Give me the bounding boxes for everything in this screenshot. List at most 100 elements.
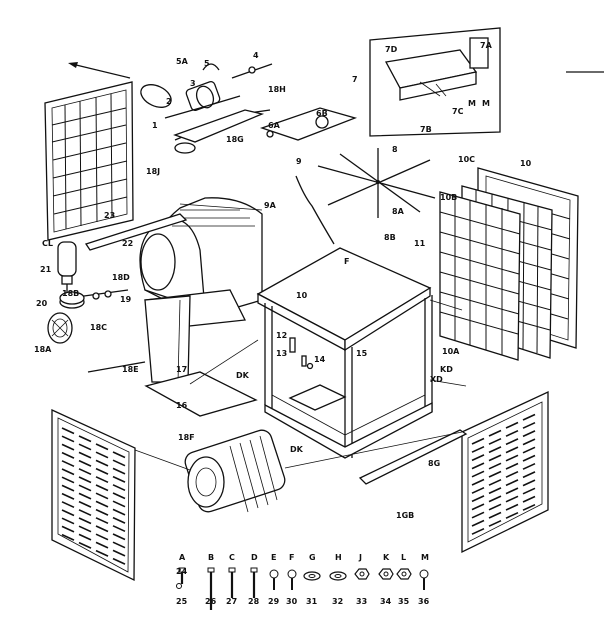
- hardware-letter: A: [179, 553, 186, 562]
- hardware-letter: B: [208, 553, 214, 562]
- label-8b: 8B: [384, 233, 396, 242]
- label-14: 14: [314, 355, 326, 364]
- label-10c: 10C: [458, 155, 475, 164]
- label-18d: 18D: [112, 273, 130, 282]
- hardware-number: 31: [306, 597, 318, 606]
- hardware-j: J33: [354, 553, 370, 606]
- label-12: 12: [276, 331, 287, 340]
- label-5: 5: [204, 59, 210, 68]
- right-louvered-side-panel: [461, 390, 549, 554]
- label-19: 19: [120, 295, 132, 304]
- pulley-wheel-18a: [47, 312, 73, 344]
- hardware-b: B 26: [205, 553, 217, 610]
- label-10b: 10B: [440, 193, 457, 202]
- label-1gb: 1GB: [396, 511, 414, 520]
- label-10-top: 10: [296, 291, 308, 300]
- label-f: F: [344, 257, 349, 266]
- hardware-number: 35: [398, 597, 410, 606]
- label-17: 17: [176, 365, 187, 374]
- hardware-number: 24: [176, 567, 188, 576]
- hardware-number: 33: [356, 597, 367, 606]
- filter-pad-16: [144, 371, 258, 417]
- hardware-letter: L: [401, 553, 406, 562]
- water-hose: [295, 175, 335, 245]
- hardware-letter: C: [229, 553, 235, 562]
- label-cl: CL: [42, 239, 53, 248]
- hardware-letter: H: [335, 553, 342, 562]
- label-9a: 9A: [264, 201, 277, 210]
- label-10: 10: [520, 159, 532, 168]
- label-9: 9: [296, 157, 302, 166]
- blower-wheel-18f: [184, 429, 286, 513]
- left-louvered-side-panel: [51, 408, 136, 582]
- label-dk: DK: [236, 371, 250, 380]
- label-1: 1: [152, 121, 158, 130]
- hardware-a: A 24 25: [176, 553, 188, 606]
- label-15: 15: [356, 349, 368, 358]
- hardware-number: 27: [226, 597, 237, 606]
- hardware-number: 32: [332, 597, 343, 606]
- label-21: 21: [40, 265, 52, 274]
- label-7d: 7D: [385, 45, 398, 54]
- label-m2: M: [482, 99, 490, 108]
- label-18f: 18F: [178, 433, 195, 442]
- hardware-f: F 30: [286, 553, 298, 606]
- label-13: 13: [276, 349, 287, 358]
- hardware-k: K 34: [378, 553, 394, 606]
- label-16: 16: [176, 401, 188, 410]
- hardware-number: 36: [418, 597, 430, 606]
- label-kd: KD: [440, 365, 453, 374]
- water-distributor-star: [317, 148, 436, 218]
- label-8: 8: [392, 145, 398, 154]
- label-18b: 18B: [62, 289, 79, 298]
- label-he: 18H: [268, 85, 286, 94]
- label-6b: 6B: [316, 109, 328, 118]
- support-rod-18e: [87, 361, 146, 373]
- motor-assembly: [140, 63, 273, 154]
- cabinet-frame: [256, 247, 433, 459]
- label-11: 11: [414, 239, 426, 248]
- control-box-inset: [369, 27, 501, 137]
- label-18g: 18G: [226, 135, 244, 144]
- hardware-letter: G: [309, 553, 316, 562]
- hardware-m: M 36: [418, 553, 430, 606]
- hardware-c: C 27: [226, 553, 237, 606]
- label-dk2: DK: [290, 445, 304, 454]
- label-22: 22: [122, 239, 133, 248]
- hardware-number: 29: [268, 597, 280, 606]
- part-labels: 5A 5 4 3 2 1 18H 18G 18J 6A 6B 7D 7A 7 M…: [34, 41, 532, 520]
- hardware-number: 26: [205, 597, 217, 606]
- left-rear-grille-panel: [44, 81, 134, 241]
- hardware-number: 30: [286, 597, 298, 606]
- hardware-l: L 35: [396, 553, 412, 606]
- float-hardware: [289, 337, 314, 370]
- hardware-number: 34: [380, 597, 392, 606]
- hardware-letter: D: [251, 553, 258, 562]
- label-8g: 8G: [428, 459, 440, 468]
- hardware-letter: K: [383, 553, 390, 562]
- alignment-lines: [134, 203, 467, 471]
- hardware-number: 28: [248, 597, 260, 606]
- hardware-number-2: 25: [176, 597, 188, 606]
- hardware-row: A 24 25 B 26 C 27 D 28 E29 F 30 G 31 H 32 J33 K 34 L 35 M 36: [176, 553, 430, 610]
- shaft-bolts: [83, 289, 129, 300]
- label-m1: M: [468, 99, 476, 108]
- hardware-d: D 28: [248, 553, 260, 606]
- label-xd: XD: [430, 375, 443, 384]
- label-23: 23: [104, 211, 115, 220]
- blower-housing: [139, 197, 263, 383]
- bracket-part-6: [259, 107, 358, 141]
- hardware-letter: M: [421, 553, 429, 562]
- mounting-bracket-23: [84, 213, 188, 251]
- hardware-letter: F: [289, 553, 294, 562]
- pulley-part-20: [59, 291, 85, 309]
- label-7c: 7C: [452, 107, 464, 116]
- label-20: 20: [36, 299, 48, 308]
- pump-assembly: [57, 241, 77, 298]
- label-6a: 6A: [268, 121, 281, 130]
- hardware-e: E29: [268, 553, 280, 606]
- label-8a: 8A: [392, 207, 405, 216]
- label-5a: 5A: [176, 57, 189, 66]
